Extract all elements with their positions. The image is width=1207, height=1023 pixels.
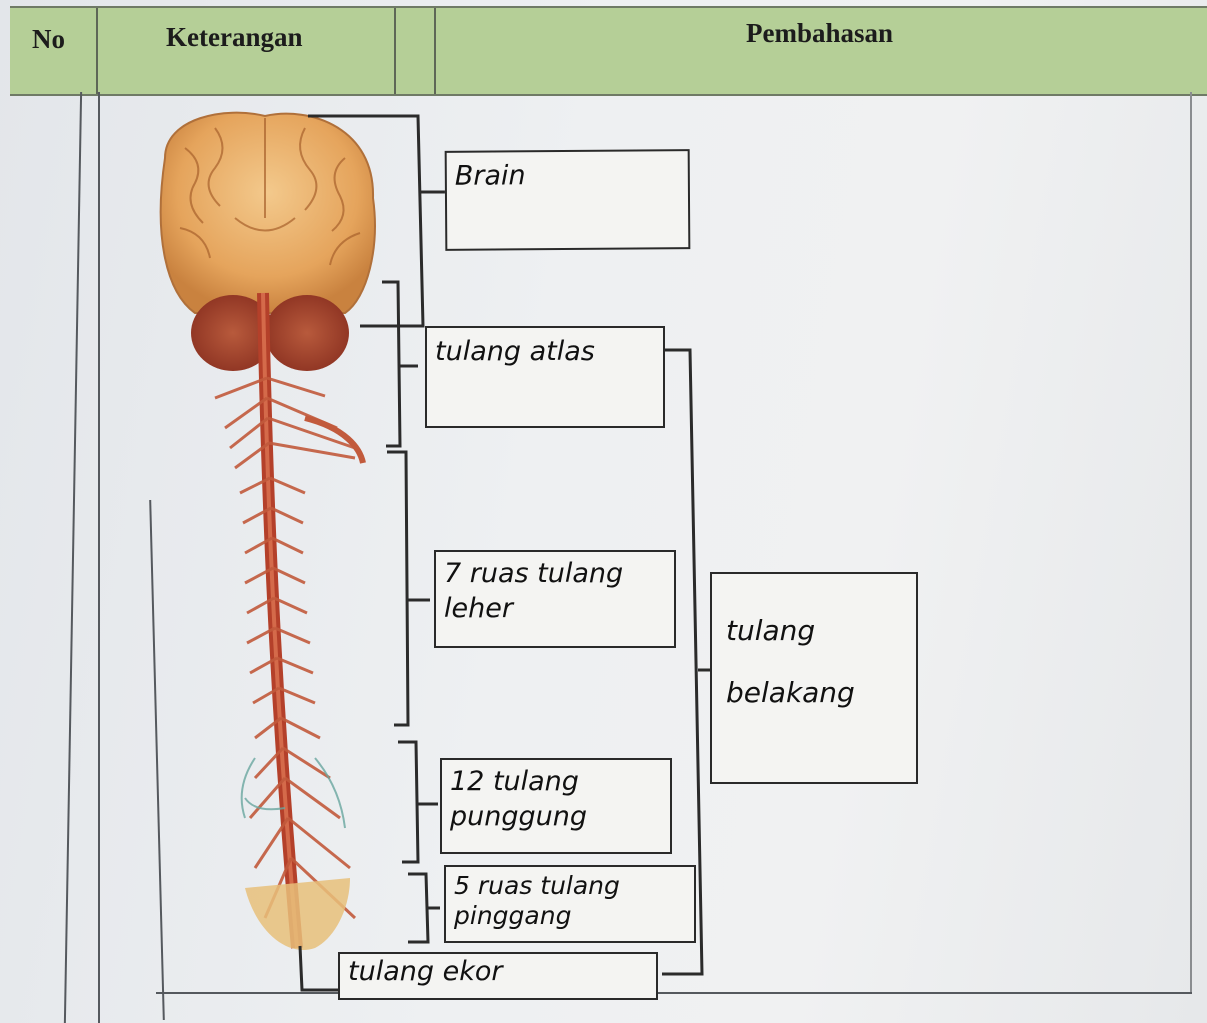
label-brain: Brain — [445, 149, 691, 251]
header-keterangan: Keterangan — [98, 8, 396, 94]
label-tulang-leher-text: 7 ruas tulang leher — [444, 558, 623, 624]
label-tulang-punggung-text: 12 tulang punggung — [450, 766, 587, 832]
label-tulang-ekor-text: tulang ekor — [348, 956, 502, 987]
header-empty-cell — [396, 8, 436, 94]
label-tulang-atlas-text: tulang atlas — [435, 336, 595, 367]
label-tulang-belakang: tulang belakang — [710, 572, 918, 784]
label-brain-text: Brain — [455, 160, 526, 191]
header-no: No — [10, 8, 98, 94]
table-header-row: No Keterangan Pembahasan — [10, 6, 1207, 96]
label-tulang-ekor: tulang ekor — [338, 952, 658, 1000]
label-tulang-pinggang-text: 5 ruas tulang pinggang — [454, 871, 620, 930]
label-tulang-pinggang: 5 ruas tulang pinggang — [444, 865, 696, 943]
label-tulang-punggung: 12 tulang punggung — [440, 758, 672, 854]
label-tulang-leher: 7 ruas tulang leher — [434, 550, 676, 648]
header-pembahasan: Pembahasan — [436, 8, 1207, 94]
table-column-line-no — [98, 92, 100, 1023]
label-tulang-belakang-text: tulang belakang — [726, 614, 855, 709]
label-tulang-atlas: tulang atlas — [425, 326, 665, 428]
table-column-line-right — [1190, 92, 1192, 992]
table-column-line-left — [64, 92, 82, 1023]
